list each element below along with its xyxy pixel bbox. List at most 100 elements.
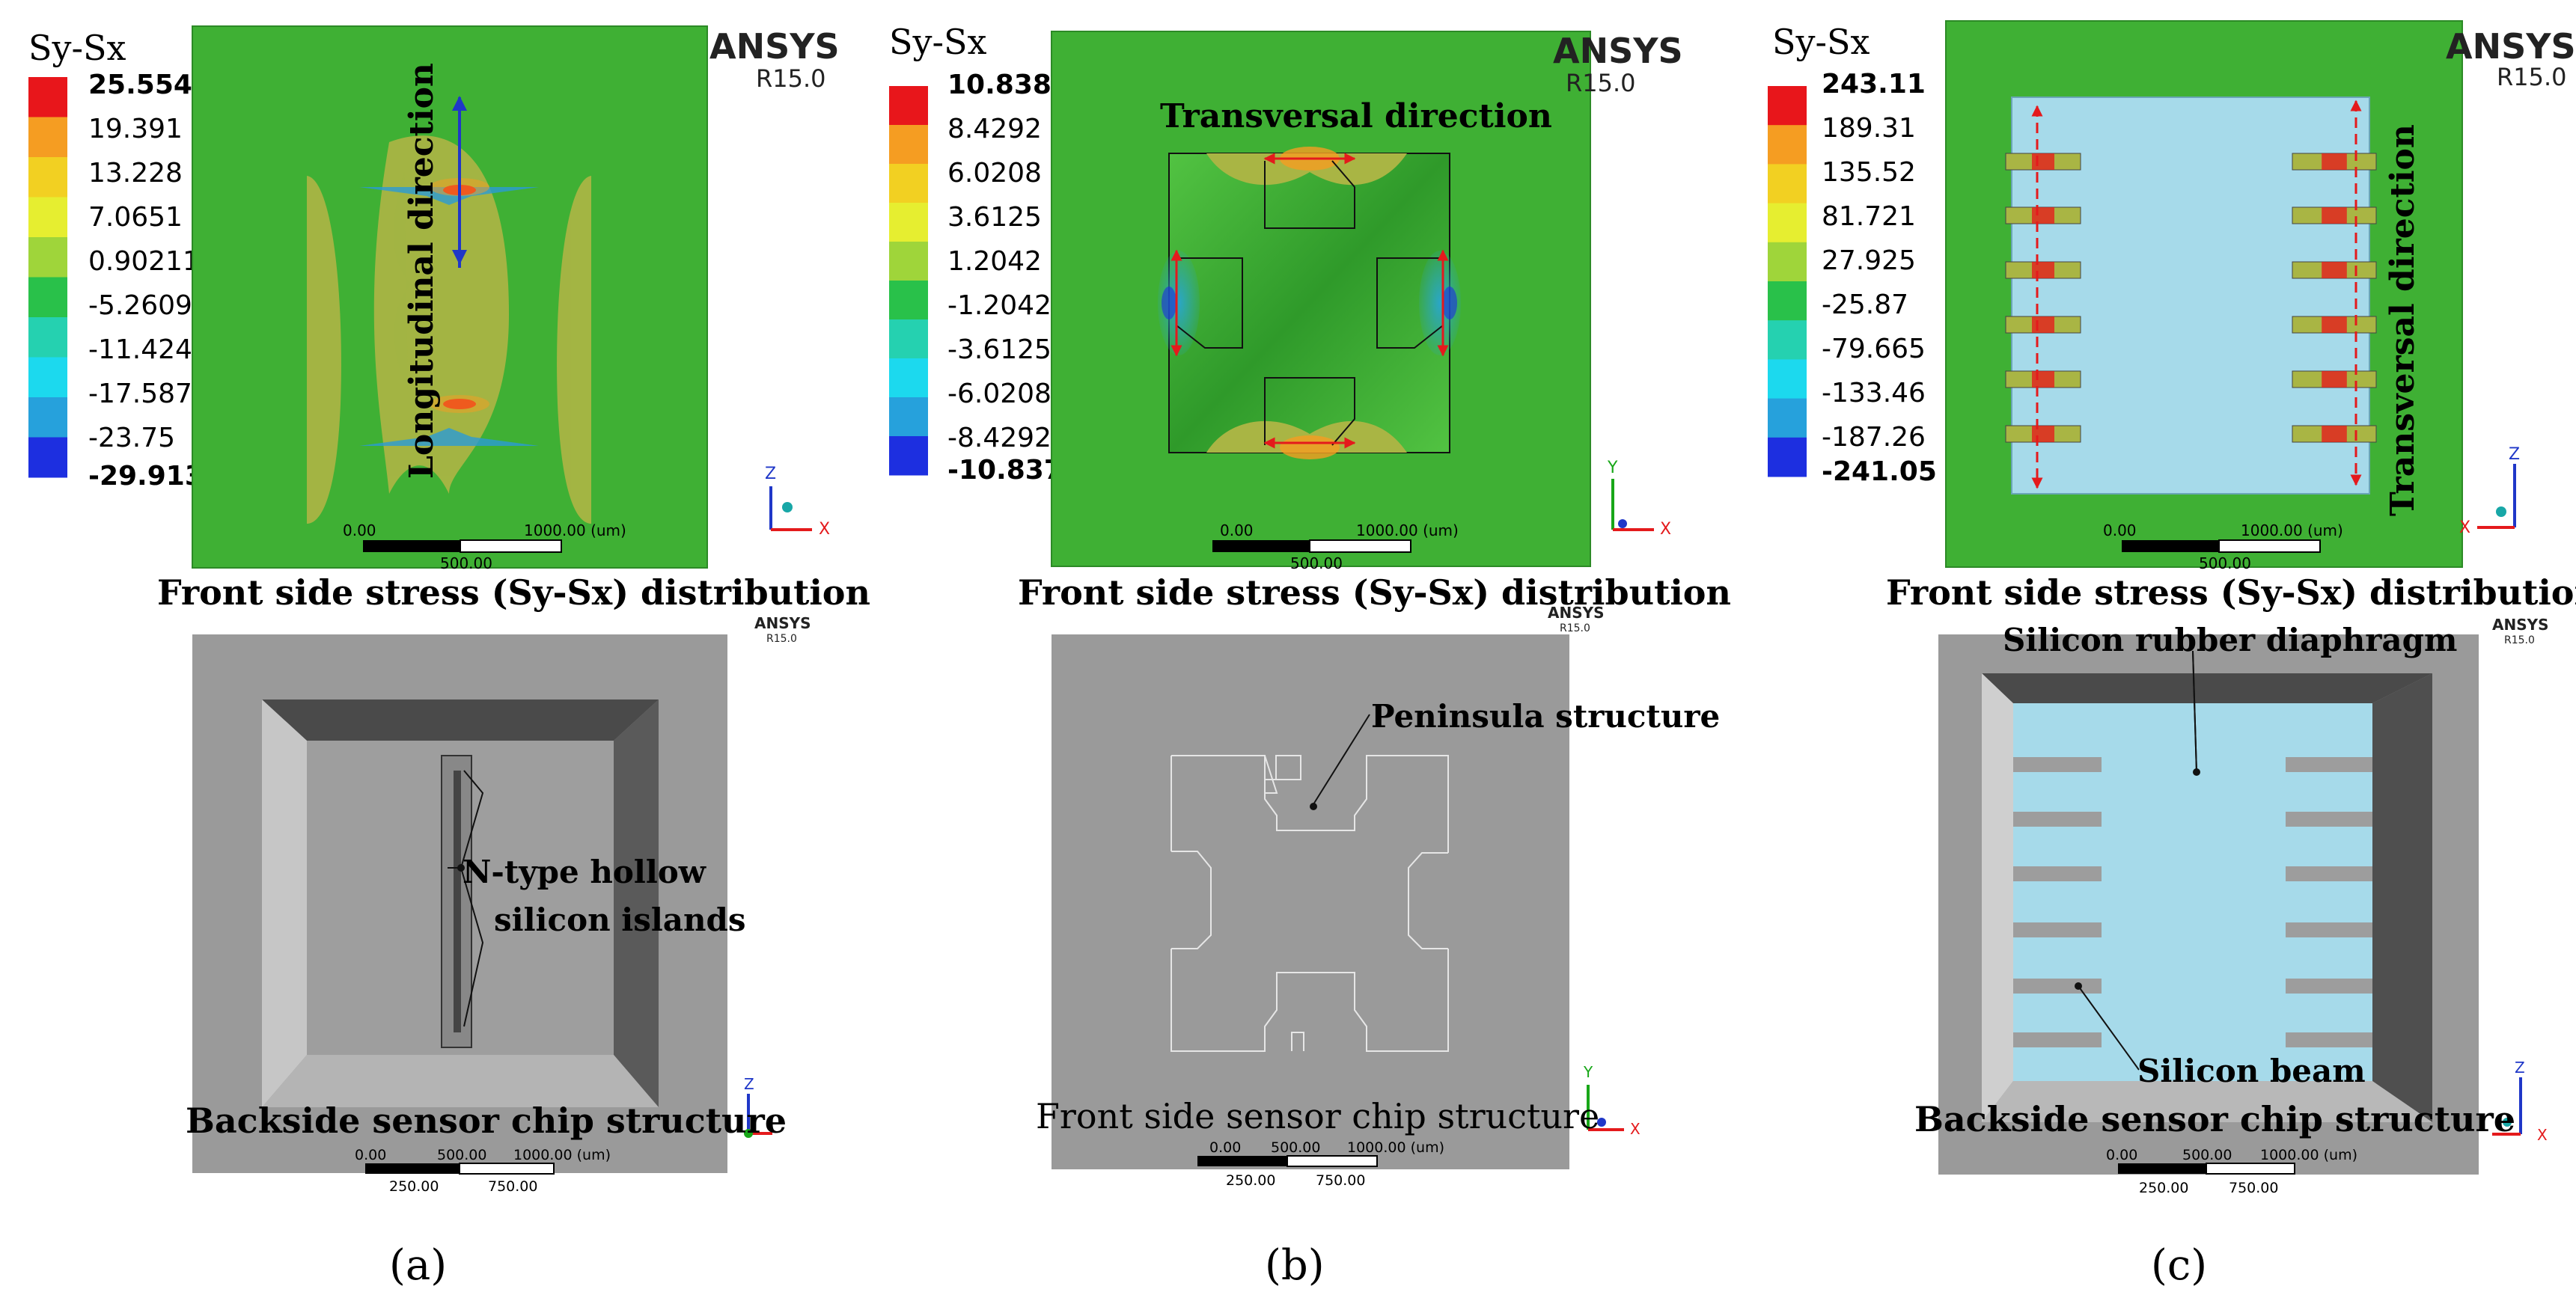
panel-label: (b) — [1265, 1241, 1325, 1290]
axis-triad: Y X — [1607, 459, 1671, 539]
legend-color-bar — [889, 86, 928, 476]
legend-value: -6.0208 — [947, 379, 1052, 409]
axis-y: Y — [1607, 459, 1618, 477]
cavity-wall-right — [2372, 673, 2432, 1122]
scale-tick: 1000.00 (um) — [2260, 1147, 2357, 1163]
legend-swatch — [1768, 164, 1807, 204]
silicon-beam — [2286, 812, 2372, 827]
legend-value: -11.424 — [88, 334, 192, 365]
legend-swatch — [1768, 86, 1807, 126]
legend-swatch — [889, 319, 928, 359]
legend-swatch — [889, 397, 928, 437]
bottom-caption: Front side sensor chip structure — [1036, 1096, 1599, 1136]
ansys-logo: ANSYS — [1548, 604, 1605, 622]
legend-swatch — [28, 117, 67, 158]
legend-swatch — [1768, 398, 1807, 438]
legend-value: -10.837 — [947, 455, 1063, 486]
direction-label: Longitudinal direction — [403, 63, 441, 479]
stress-contours — [1158, 147, 1461, 459]
legend-value: 19.391 — [88, 114, 183, 144]
legend-value: 6.0208 — [947, 158, 1042, 189]
axis-z: Z — [2509, 445, 2520, 464]
ansys-version: R15.0 — [2504, 634, 2535, 646]
bottom-caption: Backside sensor chip structure — [1914, 1099, 2515, 1139]
legend-color-bar — [1768, 86, 1807, 477]
axis-x: X — [1630, 1120, 1640, 1138]
legend-value: -79.665 — [1822, 334, 1926, 364]
scale-tick: 0.00 — [355, 1147, 386, 1163]
axis-z: Z — [765, 465, 776, 483]
legend-title: Sy-Sx — [28, 28, 126, 68]
legend-color-bar — [28, 77, 67, 478]
legend-swatch — [28, 397, 67, 438]
beam-stress-peak — [2032, 316, 2054, 333]
annotation-label: N-type hollow — [463, 854, 706, 890]
peninsula-outlines — [1176, 160, 1444, 446]
ansys-logo: ANSYS — [2446, 26, 2576, 67]
scale-tick: 750.00 — [2229, 1180, 2278, 1196]
legend-swatch — [889, 242, 928, 281]
legend-value: -1.2042 — [947, 290, 1052, 321]
scale-tick: 500.00 — [437, 1147, 486, 1163]
beam-stress-peak — [2032, 262, 2054, 278]
top-caption: Front side stress (Sy-Sx) distribution — [157, 572, 870, 613]
cavity-wall-left — [1982, 673, 2013, 1122]
legend-title: Sy-Sx — [1772, 22, 1870, 62]
legend-value: 243.11 — [1822, 69, 1926, 100]
axis-x: X — [2537, 1126, 2548, 1144]
scale-tick: 250.00 — [1226, 1172, 1275, 1189]
scale-bar: 0.00 500.00 1000.00 (um) 250.00 750.00 — [2106, 1147, 2357, 1196]
silicon-beam — [2286, 866, 2372, 881]
cavity-wall-bottom — [262, 1055, 659, 1107]
cavity-wall-top — [1982, 673, 2432, 703]
scale-mid: 500.00 — [1290, 554, 1343, 572]
legend-value: 25.554 — [88, 70, 192, 100]
beam-stress-peak — [2322, 316, 2347, 333]
ansys-logo: ANSYS — [1553, 31, 1683, 71]
chip-die — [1052, 634, 1569, 1169]
legend-value: -25.87 — [1822, 290, 1908, 320]
scale-tick: 0.00 — [1209, 1139, 1241, 1156]
axis-triad: Z — [744, 1075, 772, 1138]
panel-a: Sy-Sx 25.554 19.391 13.228 7.0651 0.9021… — [28, 25, 870, 1290]
panel-label: (a) — [389, 1241, 447, 1290]
axis-triad: Y X — [1583, 1063, 1640, 1138]
legend-swatch — [1768, 437, 1807, 477]
axis-y: Y — [1583, 1063, 1593, 1081]
cavity-wall-left — [262, 700, 307, 1107]
legend-swatch — [889, 281, 928, 320]
legend-value: -8.4292 — [947, 423, 1052, 453]
annotation-leader — [1313, 714, 1370, 805]
axis-z: Z — [2515, 1059, 2525, 1077]
axis-triad: Z X — [2459, 445, 2520, 537]
scale-tick: 1000.00 (um) — [513, 1147, 611, 1163]
scale-right: 1000.00 (um) — [524, 521, 626, 539]
ansys-version: R15.0 — [756, 64, 825, 93]
legend-value: -17.587 — [88, 379, 192, 409]
legend-value: -3.6125 — [947, 334, 1052, 365]
scale-right: 1000.00 (um) — [1356, 521, 1459, 539]
scale-tick: 500.00 — [1271, 1139, 1320, 1156]
legend-value: -241.05 — [1822, 456, 1937, 487]
beam-stress-peak — [2322, 262, 2347, 278]
legend-value: -133.46 — [1822, 378, 1926, 408]
legend-swatch — [28, 237, 67, 278]
cavity-wall-top — [262, 700, 659, 741]
ansys-version: R15.0 — [1566, 69, 1635, 97]
scale-left: 0.00 — [1220, 521, 1254, 539]
legend-swatch — [1768, 125, 1807, 165]
silicon-beam — [2013, 1032, 2102, 1047]
legend-swatch — [28, 317, 67, 358]
legend-swatch — [28, 437, 67, 478]
legend-value: -5.2609 — [88, 290, 192, 321]
legend-title: Sy-Sx — [889, 22, 987, 62]
legend-swatch — [1768, 281, 1807, 321]
legend-swatch — [28, 197, 67, 238]
panel-c: Sy-Sx 243.11 189.31 135.52 81.721 27.925… — [1768, 20, 2576, 1290]
scale-bar: 0.00 500.00 1000.00 (um) — [343, 521, 626, 572]
silicon-beam — [2286, 1032, 2372, 1047]
direction-label: Transversal direction — [2384, 124, 2422, 516]
transversal-arrows — [1171, 153, 1449, 449]
scale-bar: 0.00 500.00 1000.00 (um) 250.00 750.00 — [355, 1147, 611, 1195]
legend-swatch — [1768, 203, 1807, 243]
